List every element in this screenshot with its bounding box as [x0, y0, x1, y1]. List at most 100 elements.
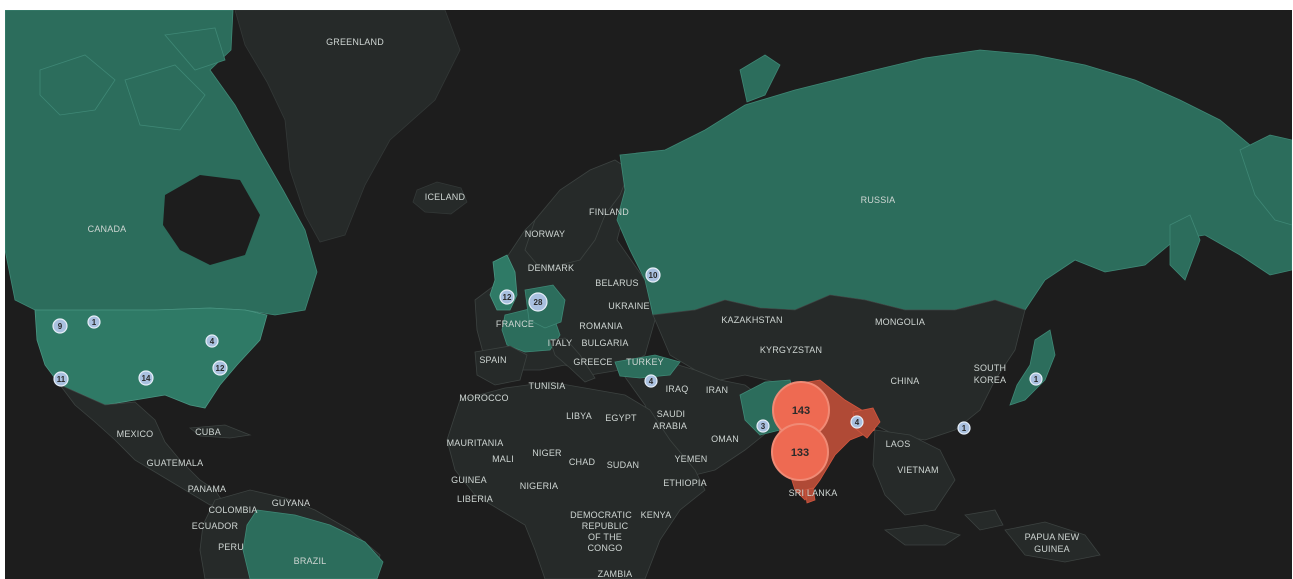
- country-label-kazakhstan: KAZAKHSTAN: [721, 315, 782, 325]
- country-label-brazil: BRAZIL: [294, 556, 327, 566]
- country-label-laos: LAOS: [886, 439, 911, 449]
- country-label-iran: IRAN: [706, 385, 728, 395]
- land-cuba: [188, 424, 252, 439]
- cluster-marker-pakistan[interactable]: 3: [756, 419, 770, 433]
- country-label-belarus: BELARUS: [595, 278, 638, 288]
- cluster-circle[interactable]: [756, 419, 770, 433]
- country-label-greece: GREECE: [573, 357, 612, 367]
- country-label-saudi-2: ARABIA: [653, 421, 687, 431]
- cluster-count: 11: [57, 375, 66, 384]
- cluster-circle[interactable]: [138, 370, 154, 386]
- cluster-marker-india-north[interactable]: 143: [772, 381, 830, 439]
- country-label-colombia: COLOMBIA: [208, 505, 257, 515]
- land-arctic-islands: [39, 27, 226, 131]
- cluster-count: 3: [761, 422, 766, 431]
- cluster-circle[interactable]: [53, 371, 69, 387]
- land-africa: [446, 381, 706, 579]
- cluster-marker-us-northwest[interactable]: 1: [87, 315, 101, 329]
- cluster-marker-middle-east[interactable]: 4: [644, 374, 658, 388]
- land-brazil: [242, 509, 384, 579]
- land-spain: [474, 345, 528, 386]
- country-label-guinea: GUINEA: [451, 475, 487, 485]
- country-label-png-1: PAPUA NEW: [1025, 532, 1080, 542]
- country-label-drc-1: DEMOCRATIC: [570, 510, 632, 520]
- cluster-count: 1: [962, 424, 967, 433]
- cluster-marker-us-east[interactable]: 4: [205, 334, 219, 348]
- country-label-canada: CANADA: [88, 224, 127, 234]
- land-sri-lanka: [804, 487, 816, 504]
- cluster-marker-india-south[interactable]: 133: [771, 423, 829, 481]
- country-label-italy: ITALY: [548, 338, 573, 348]
- land-italy: [549, 337, 596, 383]
- cluster-marker-japan[interactable]: 1: [1029, 372, 1043, 386]
- country-label-finland: FINLAND: [589, 207, 629, 217]
- country-labels: GREENLANDICELANDCANADAFINLANDNORWAYDENMA…: [88, 37, 1080, 579]
- country-label-morocco: MOROCCO: [459, 393, 508, 403]
- cluster-marker-us-southwest[interactable]: 11: [53, 371, 69, 387]
- country-label-mexico: MEXICO: [117, 429, 154, 439]
- cluster-count: 14: [142, 374, 151, 383]
- country-label-tunisia: TUNISIA: [529, 381, 566, 391]
- cluster-circle[interactable]: [205, 334, 219, 348]
- country-label-yemen: YEMEN: [674, 454, 707, 464]
- country-label-bulgaria: BULGARIA: [581, 338, 628, 348]
- cluster-count: 10: [649, 271, 658, 280]
- cluster-circle[interactable]: [1029, 372, 1043, 386]
- country-label-south-korea-1: SOUTH: [974, 363, 1007, 373]
- cluster-circle[interactable]: [499, 289, 515, 305]
- cluster-circle[interactable]: [771, 423, 829, 481]
- cluster-count: 4: [855, 418, 860, 427]
- cluster-circle[interactable]: [644, 374, 658, 388]
- cluster-circle[interactable]: [212, 360, 228, 376]
- country-label-kenya: KENYA: [641, 510, 672, 520]
- cluster-count: 1: [92, 318, 97, 327]
- cluster-marker-us-southeast[interactable]: 12: [212, 360, 228, 376]
- country-label-denmark: DENMARK: [528, 263, 574, 273]
- country-label-ethiopia: ETHIOPIA: [663, 478, 707, 488]
- land-central-asia: [652, 294, 1026, 441]
- country-label-panama: PANAMA: [188, 484, 227, 494]
- cluster-marker-us-central[interactable]: 14: [138, 370, 154, 386]
- country-label-ukraine: UKRAINE: [608, 301, 649, 311]
- country-label-sri-lanka: SRI LANKA: [789, 488, 838, 498]
- cluster-marker-germany[interactable]: 28: [528, 292, 548, 312]
- cluster-circle[interactable]: [850, 415, 864, 429]
- cluster-circle[interactable]: [645, 267, 661, 283]
- cluster-circle[interactable]: [528, 292, 548, 312]
- land-png: [1004, 521, 1101, 563]
- cluster-circle[interactable]: [957, 421, 971, 435]
- country-label-spain: SPAIN: [479, 355, 506, 365]
- land-iceland: [412, 181, 468, 215]
- cluster-marker-taiwan[interactable]: 1: [957, 421, 971, 435]
- country-label-peru: PERU: [218, 542, 244, 552]
- country-label-liberia: LIBERIA: [457, 494, 493, 504]
- cluster-circle[interactable]: [87, 315, 101, 329]
- country-label-png-2: GUINEA: [1034, 544, 1070, 554]
- country-label-drc-2: REPUBLIC: [582, 521, 629, 531]
- country-label-turkey: TURKEY: [626, 357, 664, 367]
- cluster-count: 133: [791, 447, 809, 459]
- land-scandinavia: [524, 159, 631, 269]
- country-label-libya: LIBYA: [566, 411, 592, 421]
- land-greenland: [234, 10, 461, 243]
- country-label-nigeria: NIGERIA: [520, 481, 558, 491]
- country-label-chad: CHAD: [569, 457, 596, 467]
- country-label-greenland: GREENLAND: [326, 37, 384, 47]
- cluster-marker-uk[interactable]: 12: [499, 289, 515, 305]
- country-label-vietnam: VIETNAM: [897, 465, 938, 475]
- country-label-ecuador: ECUADOR: [192, 521, 239, 531]
- country-label-saudi-1: SAUDI: [657, 409, 686, 419]
- country-label-iceland: ICELAND: [425, 192, 466, 202]
- country-label-oman: OMAN: [711, 434, 739, 444]
- cluster-circle[interactable]: [52, 318, 68, 334]
- cluster-marker-moscow[interactable]: 10: [645, 267, 661, 283]
- cluster-marker-bangladesh[interactable]: 4: [850, 415, 864, 429]
- country-label-egypt: EGYPT: [605, 413, 637, 423]
- map-canvas[interactable]: GREENLANDICELANDCANADAFINLANDNORWAYDENMA…: [5, 10, 1292, 579]
- cluster-count: 143: [792, 405, 810, 417]
- land-indonesia: [883, 509, 1004, 546]
- country-label-niger: NIGER: [532, 448, 562, 458]
- cluster-marker-us-west[interactable]: 9: [52, 318, 68, 334]
